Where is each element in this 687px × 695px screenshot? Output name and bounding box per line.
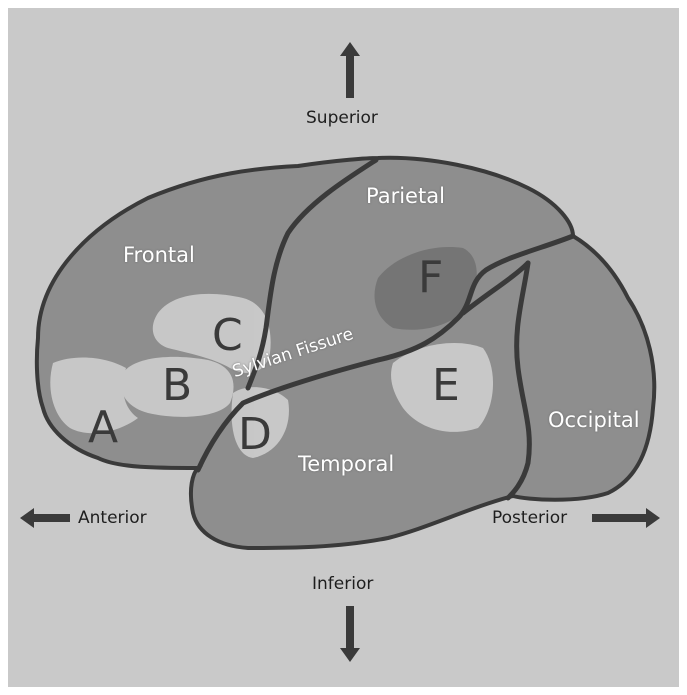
brain-diagram: Superior Inferior Anterior Posterior Fro… [8,8,679,687]
parietal-lobe-label: Parietal [366,184,445,208]
inferior-label: Inferior [312,574,373,594]
superior-label: Superior [306,108,378,128]
frontal-lobe-label: Frontal [123,243,195,267]
region-letter-f: F [418,256,443,300]
brain-silhouette [37,158,654,548]
region-letter-e: E [432,364,460,408]
anterior-arrow-icon [20,508,70,528]
region-letter-a: A [88,406,118,450]
region-letter-c: C [212,314,243,358]
anterior-label: Anterior [78,508,147,528]
posterior-label: Posterior [492,508,567,528]
inferior-arrow-icon [340,606,360,662]
superior-arrow-icon [340,42,360,98]
temporal-lobe-label: Temporal [298,452,394,476]
posterior-arrow-icon [592,508,660,528]
region-letter-b: B [162,364,192,408]
occipital-lobe-label: Occipital [548,408,640,432]
region-letter-d: D [238,413,272,457]
